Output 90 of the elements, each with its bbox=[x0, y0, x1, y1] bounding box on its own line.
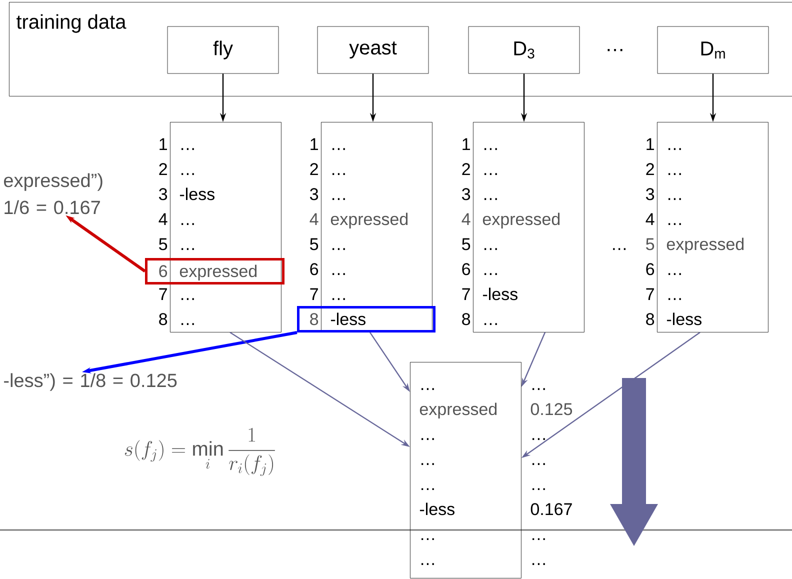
node-label: -less bbox=[180, 188, 214, 200]
rank-number: 5 bbox=[159, 238, 168, 250]
rank-number: 5 bbox=[462, 238, 470, 250]
node-label: … bbox=[332, 198, 345, 200]
node-label: … bbox=[422, 563, 434, 566]
node-label: … bbox=[332, 298, 345, 300]
score-value: … bbox=[532, 563, 545, 565]
node-label: … bbox=[182, 173, 194, 176]
dataset-box: yeast bbox=[317, 26, 429, 74]
formula: $s(f_j) = \min_i \frac{1}{r_i(f_j)}$ bbox=[124, 428, 275, 476]
ellipsis: … bbox=[613, 248, 626, 250]
node-label: … bbox=[422, 463, 434, 466]
rank-number: 7 bbox=[646, 288, 654, 300]
node-label: … bbox=[668, 273, 681, 276]
annotation-text: -less”) = 1/8 = 0.125 bbox=[4, 373, 177, 391]
rank-number: 3 bbox=[646, 188, 654, 200]
ellipsis: … bbox=[608, 48, 622, 52]
node-label: … bbox=[422, 388, 434, 390]
rank-number: 1 bbox=[160, 138, 167, 150]
rank-number: 5 bbox=[310, 238, 318, 250]
rank-number: 6 bbox=[646, 263, 654, 276]
node-label: … bbox=[668, 173, 681, 176]
node-label: … bbox=[182, 323, 194, 326]
rank-number: 7 bbox=[159, 288, 167, 300]
rank-number: 3 bbox=[310, 188, 318, 200]
node-label: -less bbox=[482, 288, 518, 300]
score-value: … bbox=[532, 538, 545, 540]
rank-number: 4 bbox=[646, 213, 654, 225]
node-label: … bbox=[182, 223, 194, 226]
node-label: … bbox=[182, 148, 194, 150]
node-label: … bbox=[484, 198, 497, 200]
node-label: … bbox=[668, 148, 681, 150]
rank-number: 1 bbox=[646, 138, 654, 150]
node-label: … bbox=[332, 273, 345, 276]
node-label: … bbox=[484, 148, 497, 150]
node-label: … bbox=[484, 323, 497, 326]
node-label: … bbox=[332, 173, 345, 176]
rank-number: 1 bbox=[310, 138, 318, 150]
node-label: expressed bbox=[420, 402, 497, 419]
node-label: … bbox=[668, 198, 681, 200]
annotation-text: expressed”) 1/6 = 0.167 bbox=[4, 173, 102, 214]
node-label: expressed bbox=[482, 212, 560, 229]
node-label: expressed bbox=[330, 212, 408, 229]
rank-number: 4 bbox=[158, 213, 168, 225]
node-label: … bbox=[422, 438, 434, 440]
rank-number: 2 bbox=[646, 163, 654, 175]
score-value: … bbox=[532, 463, 545, 465]
rank-number: 3 bbox=[462, 188, 470, 200]
node-label: expressed bbox=[666, 238, 744, 254]
rank-number: 3 bbox=[159, 188, 168, 200]
score-value: 0.167 bbox=[530, 503, 572, 516]
rank-number: 6 bbox=[462, 263, 470, 276]
rank-number: 4 bbox=[462, 213, 470, 225]
score-value: … bbox=[532, 438, 545, 440]
score-value: … bbox=[532, 388, 545, 390]
score-value: … bbox=[532, 488, 545, 490]
rank-number: 7 bbox=[310, 288, 318, 300]
ranked-list-box: … … … … expressed … … -less bbox=[657, 122, 768, 332]
node-label: -less bbox=[666, 312, 702, 326]
highlight-box: 8 -less bbox=[297, 306, 436, 332]
rank-number: 6 bbox=[310, 263, 318, 276]
rank-number: 7 bbox=[462, 288, 470, 300]
node-label: … bbox=[182, 298, 194, 300]
rank-number: 2 bbox=[159, 163, 167, 175]
highlight-box: 6 expressed bbox=[145, 258, 284, 284]
rank-number: 5 bbox=[646, 238, 654, 250]
node-label: … bbox=[332, 248, 345, 250]
rank-number: 2 bbox=[310, 163, 318, 175]
rank-number: 1 bbox=[462, 138, 470, 150]
dataset-box: D$_{m}$ bbox=[657, 26, 769, 74]
node-label: … bbox=[332, 148, 345, 150]
node-label: -less bbox=[420, 502, 454, 516]
node-label: … bbox=[668, 298, 681, 300]
ranked-list-box: … … … expressed … … -less … bbox=[473, 122, 584, 332]
ranked-list-box: … expressed … … … -less … … bbox=[410, 362, 522, 578]
node-label: … bbox=[668, 223, 681, 226]
rank-number: 8 bbox=[462, 313, 470, 326]
rank-number: 4 bbox=[310, 213, 318, 225]
node-label: … bbox=[422, 538, 434, 540]
rank-number: 2 bbox=[462, 163, 470, 175]
node-label: … bbox=[182, 248, 194, 250]
score-value: 0.125 bbox=[530, 403, 572, 416]
node-label: … bbox=[484, 248, 497, 250]
node-label: … bbox=[422, 488, 434, 490]
node-label: … bbox=[484, 273, 497, 276]
dataset-box: fly bbox=[167, 26, 279, 74]
dataset-box: D$_{3}$ bbox=[468, 26, 580, 74]
node-label: … bbox=[484, 173, 497, 176]
rank-number: 8 bbox=[159, 313, 168, 326]
rank-number: 8 bbox=[646, 313, 654, 326]
